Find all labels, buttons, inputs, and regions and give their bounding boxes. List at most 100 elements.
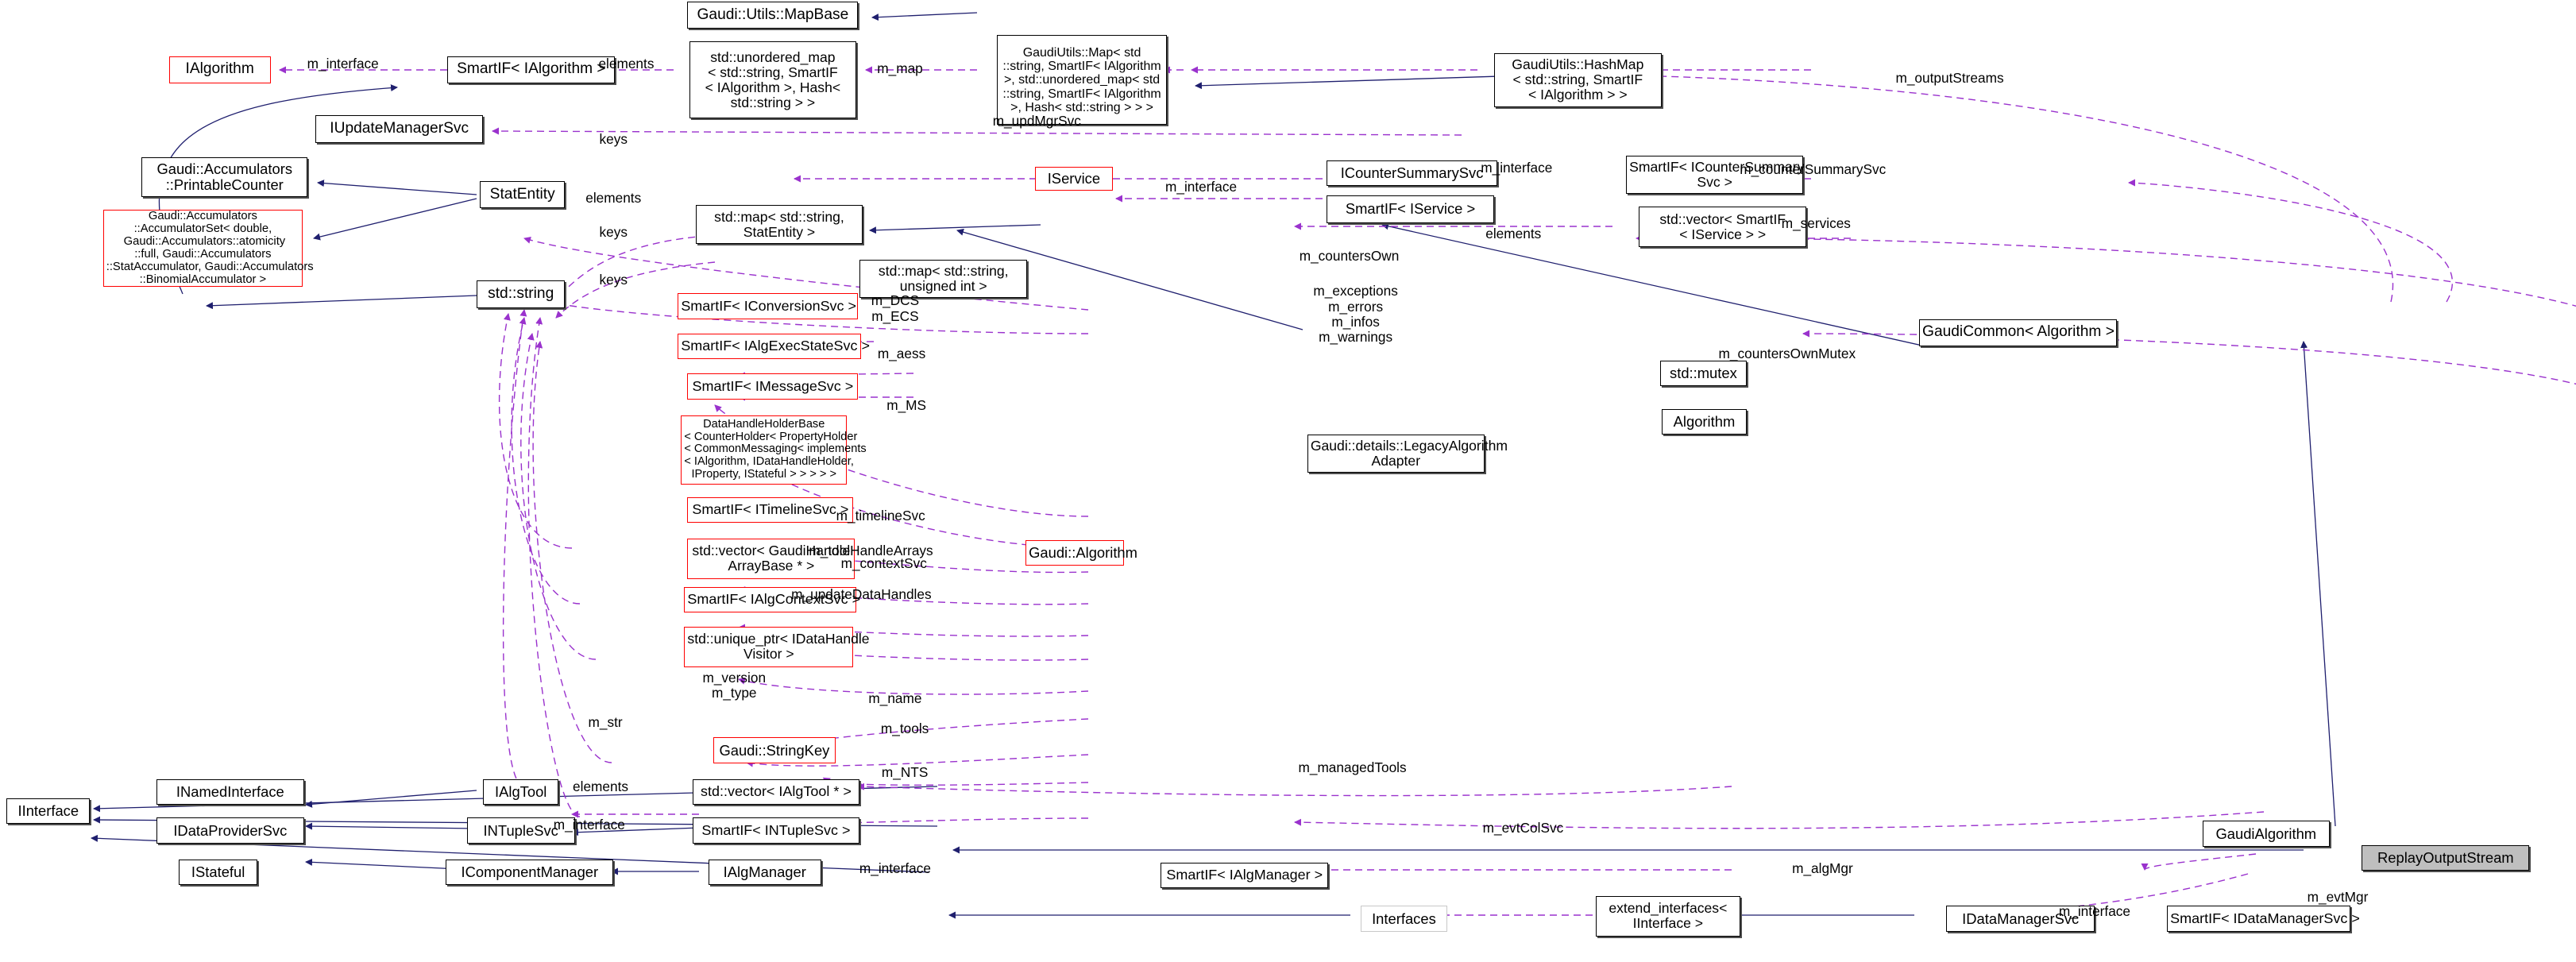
class-node-stdstring[interactable]: std::string — [476, 280, 566, 308]
class-node-gaudi_algorithm[interactable]: Gaudi::Algorithm — [1025, 540, 1137, 566]
class-node-stringkey[interactable]: Gaudi::StringKey — [713, 737, 836, 763]
class-node-vec_smartif_isvc[interactable]: std::vector< SmartIF < IService > > — [1639, 207, 1807, 247]
class-node-map_uint[interactable]: std::map< std::string, unsigned int > — [859, 259, 1028, 299]
edge-label-l_m_map: m_map — [877, 60, 923, 76]
class-node-smartif_ialgex[interactable]: SmartIF< IAlgExecStateSvc > — [678, 333, 870, 360]
class-node-mapbase[interactable]: Gaudi::Utils::MapBase — [687, 2, 859, 29]
class-node-map_statentity[interactable]: std::map< std::string, StatEntity > — [695, 205, 863, 244]
class-node-label: IUpdateManagerSvc — [330, 120, 469, 137]
class-node-replayoutput[interactable]: ReplayOutputStream — [2362, 844, 2530, 871]
class-node-smartif_idatamgr[interactable]: SmartIF< IDataManagerSvc > — [2167, 906, 2360, 932]
class-node-vec_gaudihandle[interactable]: std::vector< GaudiHandle ArrayBase * > — [687, 539, 855, 579]
edge-label-l_m_dcs_ecs: m_DCS m_ECS — [871, 292, 920, 324]
class-node-label: std::vector< GaudiHandle ArrayBase * > — [692, 543, 851, 574]
edge-label-l_m_managedtools: m_managedTools — [1298, 759, 1407, 775]
class-node-stdmutex[interactable]: std::mutex — [1659, 361, 1748, 387]
class-node-label: GaudiCommon< Algorithm > — [1922, 323, 2114, 341]
class-node-label: IDataProviderSvc — [173, 821, 288, 839]
class-node-gaudialgorithm[interactable]: GaudiAlgorithm — [2202, 821, 2330, 847]
class-node-smartif_icount[interactable]: SmartIF< ICounterSummary Svc > — [1626, 155, 1805, 195]
class-node-label: Gaudi::Utils::MapBase — [697, 6, 849, 23]
class-node-legacyadapter[interactable]: Gaudi::details::LegacyAlgorithm Adapter — [1307, 434, 1508, 473]
edge-label-l_elements_4: elements — [573, 778, 629, 794]
class-node-idatamgrsvc[interactable]: IDataManagerSvc — [1946, 906, 2095, 932]
class-node-idataprovider[interactable]: IDataProviderSvc — [156, 817, 305, 844]
class-node-gaudiutils_hash[interactable]: GaudiUtils::HashMap < std::string, Smart… — [1493, 52, 1662, 108]
class-node-label: Gaudi::details::LegacyAlgorithm Adapter — [1310, 438, 1508, 469]
class-node-label: std::unique_ptr< IDataHandle Visitor > — [687, 631, 870, 663]
class-node-label: Interfaces — [1372, 910, 1436, 927]
class-node-label: GaudiUtils::HashMap < std::string, Smart… — [1512, 56, 1644, 103]
class-node-smartif_intuple[interactable]: SmartIF< INTupleSvc > — [692, 817, 860, 844]
class-node-ialgmanager[interactable]: IAlgManager — [708, 859, 821, 886]
class-node-label: SmartIF< IDataManagerSvc > — [2170, 910, 2360, 926]
class-node-intuplesvc[interactable]: INTupleSvc — [466, 817, 575, 844]
class-node-label: IService — [1047, 170, 1101, 187]
edge-label-l_m_outputstreams: m_outputStreams — [1895, 69, 2004, 86]
edge-label-l_elements_1: elements — [598, 55, 655, 71]
class-node-label: IInterface — [17, 802, 79, 820]
class-node-label: std::mutex — [1670, 365, 1737, 382]
class-node-smartif_ialgctx[interactable]: SmartIF< IAlgContextSvc > — [684, 586, 861, 612]
class-node-label: IAlgTool — [495, 783, 547, 801]
class-node-inamediface[interactable]: INamedInterface — [156, 778, 305, 806]
class-node-label: GaudiAlgorithm — [2215, 825, 2317, 842]
class-node-uniqueptr_dhv[interactable]: std::unique_ptr< IDataHandle Visitor > — [684, 627, 870, 667]
class-node-extend_iface[interactable]: extend_interfaces< IInterface > — [1595, 896, 1741, 937]
class-node-icomponentmgr[interactable]: IComponentManager — [446, 859, 614, 886]
class-node-label: IAlgorithm — [185, 60, 254, 78]
edge-label-l_m_str: m_str — [588, 714, 623, 731]
class-node-ialgtool[interactable]: IAlgTool — [483, 778, 559, 806]
class-node-smartif_isvc[interactable]: SmartIF< IService > — [1327, 195, 1494, 223]
class-node-accumset[interactable]: Gaudi::Accumulators ::AccumulatorSet< do… — [102, 209, 314, 288]
edge-label-l_m_algmgr: m_algMgr — [1792, 860, 1853, 876]
class-node-label: SmartIF< IAlgContextSvc > — [687, 591, 861, 608]
class-node-smartif_itime[interactable]: SmartIF< ITimelineSvc > — [687, 496, 854, 523]
edge-label-l_m_countersown: m_countersOwn — [1299, 247, 1400, 264]
class-node-isvc[interactable]: IService — [1035, 166, 1113, 191]
class-node-label: std::map< std::string, unsigned int > — [878, 263, 1009, 295]
class-node-label: INamedInterface — [176, 783, 284, 801]
class-node-istateful[interactable]: IStateful — [178, 859, 258, 886]
class-node-label: Gaudi::Algorithm — [1029, 544, 1137, 562]
class-node-ialgorithm[interactable]: IAlgorithm — [168, 56, 271, 83]
class-node-label: extend_interfaces< IInterface > — [1609, 900, 1728, 932]
class-node-smartif_imsg[interactable]: SmartIF< IMessageSvc > — [687, 373, 859, 400]
class-node-printcounter[interactable]: Gaudi::Accumulators ::PrintableCounter — [141, 156, 308, 198]
edge-label-l_elements_2: elements — [1485, 225, 1542, 241]
class-node-smartif_iconv[interactable]: SmartIF< IConversionSvc > — [678, 293, 859, 319]
class-node-iinterface[interactable]: IInterface — [6, 798, 91, 825]
edge-label-l_m_contextsvc: m_contextSvc — [840, 555, 927, 572]
class-node-label: Gaudi::Accumulators ::AccumulatorSet< do… — [106, 209, 314, 286]
edge-label-l_keys_2: keys — [599, 223, 628, 240]
class-node-label: std::unordered_map < std::string, SmartI… — [705, 48, 841, 110]
class-node-statentity[interactable]: StatEntity — [480, 181, 566, 209]
class-node-icountersvc[interactable]: ICounterSummarySvc — [1327, 160, 1497, 187]
edge-label-l_keys_3: keys — [599, 272, 628, 288]
class-node-smartif_ialg[interactable]: SmartIF< IAlgorithm > — [447, 56, 616, 83]
edge-label-l_m_aess: m_aess — [877, 345, 926, 361]
class-node-algorithm[interactable]: Algorithm — [1661, 408, 1748, 435]
class-node-smartif_ialgmgr[interactable]: SmartIF< IAlgManager > — [1161, 862, 1329, 889]
class-node-iupdatemgr[interactable]: IUpdateManagerSvc — [315, 115, 484, 143]
class-node-label: ReplayOutputStream — [2377, 848, 2514, 866]
class-node-label: std::vector< IAlgTool * > — [701, 783, 852, 800]
edge-label-l_m_ms: m_MS — [886, 396, 927, 413]
class-node-vec_ialgtool[interactable]: std::vector< IAlgTool * > — [692, 778, 860, 806]
class-node-label: SmartIF< ICounterSummary Svc > — [1629, 159, 1805, 190]
class-node-label: Algorithm — [1673, 412, 1736, 430]
class-node-gaudicommon[interactable]: GaudiCommon< Algorithm > — [1919, 319, 2118, 346]
class-node-interfaces[interactable]: Interfaces — [1360, 906, 1448, 932]
class-node-label: std::string — [488, 284, 554, 302]
class-node-label: SmartIF< IMessageSvc > — [692, 377, 854, 394]
class-node-dhholderbase[interactable]: DataHandleHolderBase < CounterHolder< Pr… — [681, 415, 867, 485]
edge-label-l_m_version_type: m_version m_type — [702, 669, 767, 701]
class-node-unordered_map[interactable]: std::unordered_map < std::string, SmartI… — [689, 41, 857, 119]
edge-label-l_m_updmgrsvc: m_updMgrSvc — [992, 113, 1081, 129]
class-node-label: Gaudi::Accumulators ::PrintableCounter — [156, 160, 293, 193]
class-node-label: std::map< std::string, StatEntity > — [714, 208, 844, 240]
class-node-gaudiutils_map[interactable]: GaudiUtils::Map< std ::string, SmartIF< … — [996, 35, 1168, 126]
class-node-label: std::vector< SmartIF < IService > > — [1659, 211, 1786, 242]
